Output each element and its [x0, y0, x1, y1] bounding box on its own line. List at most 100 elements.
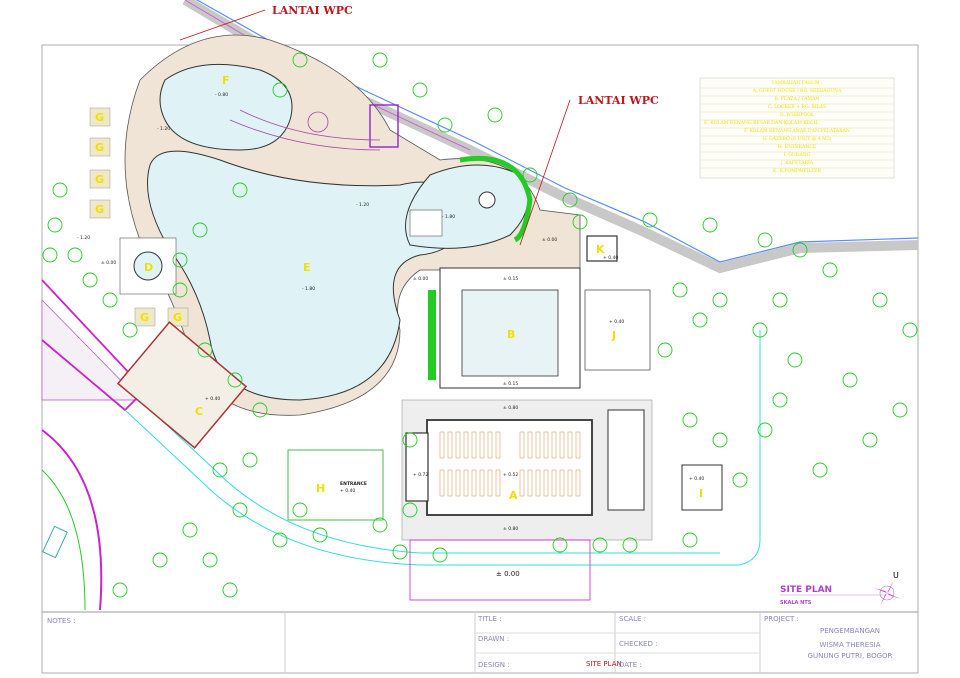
chair-row — [463, 469, 469, 497]
tree-icon — [82, 272, 98, 288]
site-plan-title: SITE PLAN — [780, 585, 832, 595]
tree-icon — [592, 537, 608, 553]
zone-label-f: F — [222, 74, 230, 87]
tree-icon — [222, 582, 238, 598]
zone-label-b: B — [507, 328, 515, 341]
tree-icon — [232, 182, 248, 198]
tree-icon — [402, 432, 418, 448]
legend-item: G. GAZEBO (6 UNIT @ 4 M2) — [763, 135, 832, 142]
legend-item: J. KAFETARIA — [780, 160, 814, 166]
elevation-tag: - 1.20 — [157, 126, 170, 132]
project-line1: PENGEMBANGAN — [820, 627, 880, 635]
elevation-tag: ± 0.00 — [542, 237, 557, 243]
north-arrow-icon: U — [874, 571, 901, 606]
zone-label-e: E — [303, 261, 311, 274]
tree-icon — [772, 292, 788, 308]
drawn-label: DRAWN : — [478, 635, 509, 643]
elevation-tag: - 1.20 — [356, 202, 369, 208]
elevation-tag: ± 0.80 — [503, 526, 518, 532]
tree-icon — [202, 552, 218, 568]
legend-table: TAMBAHAN FASUM : A. GUEST HOUSE / RG. SE… — [699, 77, 895, 179]
chair-row — [487, 469, 493, 497]
chair-row — [519, 431, 525, 459]
chair-row — [495, 431, 501, 459]
tree-icon — [402, 502, 418, 518]
chair-row — [527, 469, 533, 497]
slide-tower — [369, 104, 399, 148]
tree-icon — [757, 232, 773, 248]
tree-icon — [112, 582, 128, 598]
chair-row — [487, 431, 493, 459]
title-block: NOTES : TITLE : DRAWN : DESIGN : SITE PL… — [47, 612, 893, 673]
legend-item: K. R.POMPA/FILTER — [773, 168, 821, 174]
chair-row — [567, 431, 573, 459]
tree-icon — [752, 322, 768, 338]
chair-row — [463, 431, 469, 459]
pool-e — [147, 150, 463, 401]
tree-icon — [412, 82, 428, 98]
zone-label-g: G — [95, 203, 104, 216]
pool-complex — [124, 9, 581, 416]
elevation-tag: + 0.40 — [340, 488, 355, 494]
design-value: SITE PLAN — [586, 660, 622, 668]
project-label: PROJECT : — [764, 615, 799, 623]
tree-icon — [392, 544, 408, 560]
parking-area — [41, 279, 761, 611]
tree-icon — [47, 217, 63, 233]
tree-icon — [757, 422, 773, 438]
chair-row — [551, 469, 557, 497]
legend-item: I. GUDANG — [784, 152, 811, 158]
chair-row — [439, 431, 445, 459]
tree-icon — [52, 182, 68, 198]
legend-item: D. WHIRPOOL — [780, 112, 814, 118]
tree-icon — [252, 402, 268, 418]
tree-icon — [292, 502, 308, 518]
elevation-tag: ± 0.00 — [496, 570, 520, 578]
chair-row — [575, 431, 581, 459]
site-plan-scale: SKALA NTS — [780, 600, 812, 606]
tree-icon — [432, 547, 448, 563]
project-name: WISMA THERESIA — [819, 641, 880, 649]
tree-icon — [642, 212, 658, 228]
seating-rows — [439, 431, 581, 497]
tree-icon — [272, 532, 288, 548]
scale-label: SCALE : — [619, 615, 646, 623]
tree-icon — [172, 282, 188, 298]
callout-lantai-wpc-middle: LANTAI WPC — [578, 94, 659, 107]
tree-icon — [812, 462, 828, 478]
tree-icon — [552, 537, 568, 553]
zone-label-g: G — [95, 173, 104, 186]
tree-icon — [292, 52, 308, 68]
elevation-tag: ± 0.80 — [503, 405, 518, 411]
tree-icon — [192, 222, 208, 238]
elevation-tags: - 0.80 - 1.20 - 1.20 - 1.80 - 1.80 - 1.2… — [77, 92, 704, 578]
building-j — [584, 289, 651, 371]
tree-icon — [312, 527, 328, 543]
chair-row — [455, 469, 461, 497]
elevation-tag: + 0.40 — [205, 396, 220, 402]
tree-icon — [842, 372, 858, 388]
tree-icon — [487, 107, 503, 123]
building-k — [586, 235, 618, 262]
notes-label: NOTES : — [47, 617, 75, 625]
building-h — [287, 449, 384, 521]
tree-icon — [172, 252, 188, 268]
tree-icon — [682, 412, 698, 428]
zone-label-k: K — [596, 243, 605, 256]
chair-row — [471, 469, 477, 497]
elevation-tag: - 1.80 — [302, 286, 315, 292]
tree-icon — [822, 262, 838, 278]
tree-icon — [437, 117, 453, 133]
tree-icon — [152, 552, 168, 568]
zone-label-j: J — [611, 329, 616, 342]
chair-row — [495, 469, 501, 497]
legend-item: C. LOCKER + RG. BILAS — [768, 104, 826, 110]
elevation-tag: + 0.40 — [603, 255, 618, 261]
tree-icon — [272, 82, 288, 98]
tree-icon — [657, 342, 673, 358]
zone-label-h: H — [316, 482, 325, 495]
chair-row — [471, 431, 477, 459]
chair-row — [439, 469, 445, 497]
tree-icon — [67, 247, 83, 263]
